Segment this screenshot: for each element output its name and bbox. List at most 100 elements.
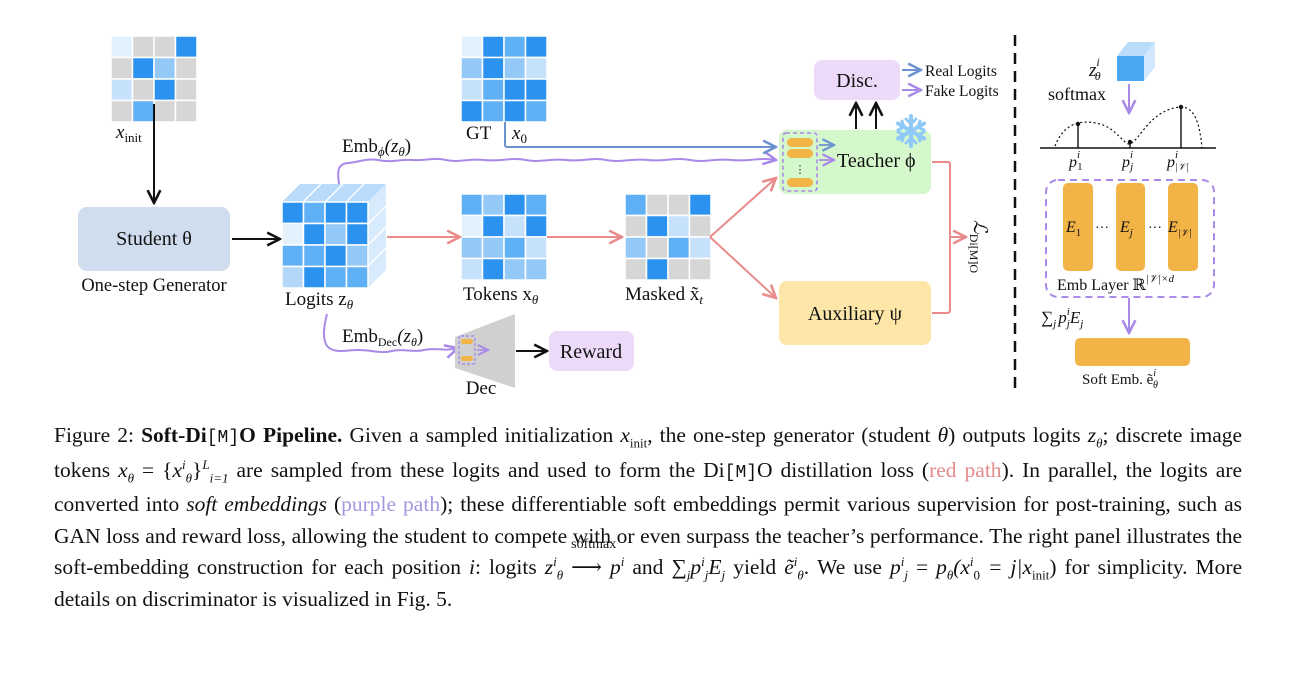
embedding-ej: [1116, 183, 1145, 271]
grid-cell: [302, 244, 326, 268]
x0-label: x0: [511, 123, 527, 146]
pj-point: [1127, 139, 1133, 145]
grid-cell: [645, 236, 669, 260]
teacher-emb-stack: [782, 132, 818, 192]
purple-path-emb-phi: [337, 159, 776, 185]
grid-cell: [153, 78, 177, 102]
emb-phi-label: Embϕ(zθ): [342, 136, 411, 159]
grid-cell: [460, 193, 484, 217]
grid-cell: [174, 99, 198, 123]
emb-bar: [461, 356, 473, 361]
grid-cell: [645, 214, 669, 238]
grid-cell: [281, 265, 305, 289]
grid-cell: [324, 201, 348, 225]
student-label: Student θ: [116, 228, 192, 250]
grid-cell: [688, 214, 712, 238]
p1-point: [1075, 121, 1081, 127]
caption-title: Soft-Di[M]O Pipeline.: [141, 423, 343, 448]
purple-path-emb-dec: [323, 313, 458, 352]
grid-cell: [524, 257, 548, 281]
grid-cell: [153, 99, 177, 123]
grid-cell: [281, 222, 305, 246]
grid-cell: [460, 214, 484, 238]
grid-cell: [110, 78, 134, 102]
logit-cube-icon: [1117, 42, 1155, 81]
grid-cell: [460, 56, 484, 80]
grid-cell: [624, 236, 648, 260]
emb-layer-label: Emb Layer ℝ|𝒱|×d: [1057, 273, 1174, 294]
grid-cell: [667, 193, 691, 217]
grid-cell: [481, 78, 505, 102]
purple-path-text: purple path: [341, 492, 441, 516]
soft-embedding-bar: [1075, 338, 1190, 366]
grid-cell: [174, 35, 198, 59]
grid-cell: [324, 265, 348, 289]
grid-cell: [324, 222, 348, 246]
grid-cell: [524, 56, 548, 80]
logits-label: Logits zθ: [285, 289, 354, 312]
ev-label: E|𝒱|: [1167, 219, 1193, 239]
ellipsis: ⋮: [795, 164, 806, 176]
embedding-e1: [1063, 183, 1093, 271]
grid-cell: [624, 193, 648, 217]
reward-box: [549, 331, 634, 371]
grid-cell: [481, 236, 505, 260]
grid-cell: [503, 56, 527, 80]
blue-path-gt: [504, 122, 776, 147]
grid-cell: [667, 214, 691, 238]
emb-bar: [787, 178, 813, 187]
grid-cell: [345, 244, 369, 268]
auxiliary-label: Auxiliary ψ: [808, 303, 903, 325]
grid-cell: [524, 193, 548, 217]
grid-cell: [688, 193, 712, 217]
grid-cell: [524, 236, 548, 260]
decoder-emb-stack: [458, 335, 476, 365]
grid-cell: [281, 201, 305, 225]
ej-label: Ej: [1119, 219, 1133, 239]
logits-cube: [281, 183, 387, 289]
red-path-text: red path: [929, 457, 1002, 482]
embedding-ev: [1168, 183, 1198, 271]
student-box: [78, 207, 230, 271]
grid-cell: [524, 78, 548, 102]
tokens-label: Tokens xθ: [463, 284, 539, 307]
grid-cell: [481, 35, 505, 59]
grid-cell: [174, 56, 198, 80]
decoder-shape: [455, 314, 515, 388]
grid-cell: [110, 56, 134, 80]
masked-label: Masked x̃t: [625, 284, 703, 307]
pipeline-diagram: xinit Student θ One-step Generator Logit…: [78, 35, 1216, 399]
x-init-grid: [110, 35, 198, 123]
snowflake-icon: [896, 114, 926, 148]
reward-label: Reward: [560, 341, 622, 363]
grid-cell: [131, 56, 155, 80]
logits-grid: [281, 201, 369, 289]
disc-label: Disc.: [836, 70, 878, 92]
ellipsis-1: ···: [1095, 221, 1109, 236]
grid-cell: [503, 78, 527, 102]
pv-label: pi|𝒱|: [1166, 149, 1190, 173]
grid-cell: [481, 214, 505, 238]
emb-bar: [461, 339, 473, 344]
red-path-loss: [932, 161, 951, 314]
generator-label: One-step Generator: [81, 276, 226, 296]
probability-curve: [1054, 106, 1203, 149]
emb-bar: [787, 149, 813, 158]
grid-cell: [460, 78, 484, 102]
grid-cell: [481, 193, 505, 217]
ellipsis-2: ···: [1148, 221, 1162, 236]
grid-cell: [645, 193, 669, 217]
grid-cell: [131, 35, 155, 59]
figure-caption: Figure 2: Soft-Di[M]O Pipeline. Given a …: [54, 423, 1243, 611]
grid-cell: [345, 201, 369, 225]
grid-cell: [110, 35, 134, 59]
grid-cell: [345, 222, 369, 246]
red-path-masked-to-auxiliary: [709, 236, 776, 298]
masked-tokens-grid: [624, 193, 712, 281]
grid-cell: [460, 35, 484, 59]
grid-cell: [503, 214, 527, 238]
